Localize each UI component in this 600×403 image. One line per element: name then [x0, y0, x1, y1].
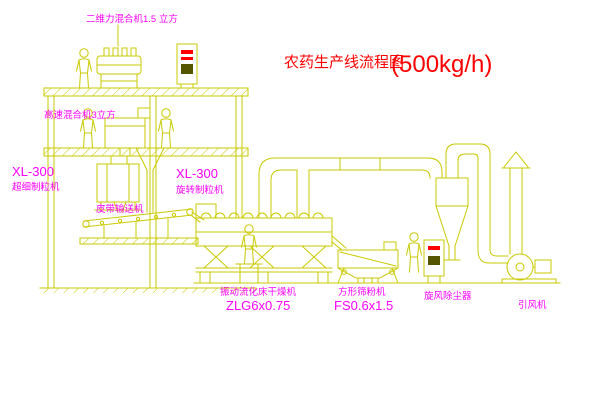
panel-indicator-red [428, 246, 440, 250]
y-chute-drawing [131, 147, 169, 213]
fan-motor [534, 259, 552, 274]
label-sieve-model: FS0.6x1.5 [334, 298, 393, 313]
diagram-capacity: (500kg/h) [391, 51, 492, 78]
granulator-left-drawing [94, 155, 142, 213]
panel-indicator-red [181, 50, 193, 54]
sieve-drawing [337, 241, 399, 284]
label-granulator-left-model: XL-300 [12, 164, 54, 179]
dryer-discharge-chute [331, 235, 347, 251]
fan-base [501, 278, 557, 284]
top-beam [43, 87, 249, 97]
conveyor-base [79, 237, 199, 245]
rain-cap [501, 151, 531, 169]
label-granulator-left-name: 超细制粒机 [12, 181, 60, 193]
label-dryer-model: ZLG6x0.75 [226, 298, 290, 313]
belt-conveyor-drawing [79, 208, 205, 245]
sieve-motor [383, 241, 397, 251]
two-d-mixer-drawing [95, 24, 143, 89]
diagram-title: 农药生产线流程图 [284, 54, 404, 71]
control-panel-upper [176, 43, 198, 89]
panel-indicator-red [181, 57, 193, 60]
label-fan: 引风机 [518, 299, 547, 311]
label-granulator-right-model: XL-300 [176, 166, 218, 181]
label-belt-conveyor: 皮带输送机 [96, 203, 144, 215]
label-granulator-right-name: 旋转制粒机 [176, 184, 224, 196]
diagram-labels: 农药生产线流程图 (500kg/h) 二维力混合机1.5 立方 高速混合机3立方… [12, 13, 547, 313]
columns [47, 95, 243, 289]
label-2d-mixer: 二维力混合机1.5 立方 [86, 13, 178, 25]
dryer-feed-inlet [195, 203, 217, 219]
worker-figure-sieve [406, 232, 422, 273]
label-dryer-name: 振动流化床干燥机 [220, 286, 297, 298]
label-high-speed-mixer: 高速混合机3立方 [44, 109, 116, 121]
worker-platform [235, 263, 263, 284]
building-structure [39, 87, 257, 293]
panel-screen [181, 64, 193, 74]
control-panel-lower [423, 239, 445, 284]
induced-draft-fan-drawing [501, 151, 557, 284]
exhaust-ductwork [258, 157, 443, 219]
label-sieve-name: 方形筛粉机 [338, 286, 386, 298]
label-cyclone: 旋风除尘器 [424, 290, 472, 302]
high-speed-mixer-drawing [104, 107, 151, 157]
worker-figure-floor2-right [158, 108, 174, 149]
second-floor-beam [43, 147, 249, 157]
ground-hatch [40, 288, 256, 293]
worker-figure-dryer [241, 224, 257, 265]
panel-screen [428, 256, 440, 265]
cyclone-drawing [435, 143, 509, 264]
worker-figure-top [76, 48, 92, 89]
